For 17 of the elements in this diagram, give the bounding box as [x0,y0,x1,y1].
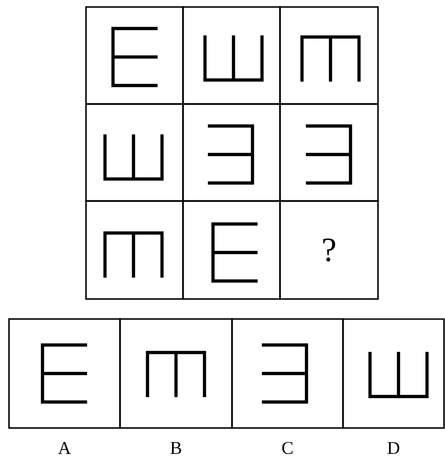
answer-option-cell [119,318,233,429]
grid-cell [182,200,281,300]
option-letter: B [170,442,182,454]
grid-cell [182,103,281,202]
option-letter: C [282,442,292,454]
question-cell: ? [279,200,379,300]
grid-cell [85,200,184,300]
option-letter: A [58,442,71,454]
option-letter: D [388,442,400,454]
grid-cell [279,103,379,202]
answer-option-cell [8,318,121,429]
grid-cell [85,103,184,202]
answer-option-cell [342,318,445,429]
grid-cell [85,6,184,105]
grid-cell [182,6,281,105]
answer-option-cell [231,318,344,429]
grid-cell [279,6,379,105]
